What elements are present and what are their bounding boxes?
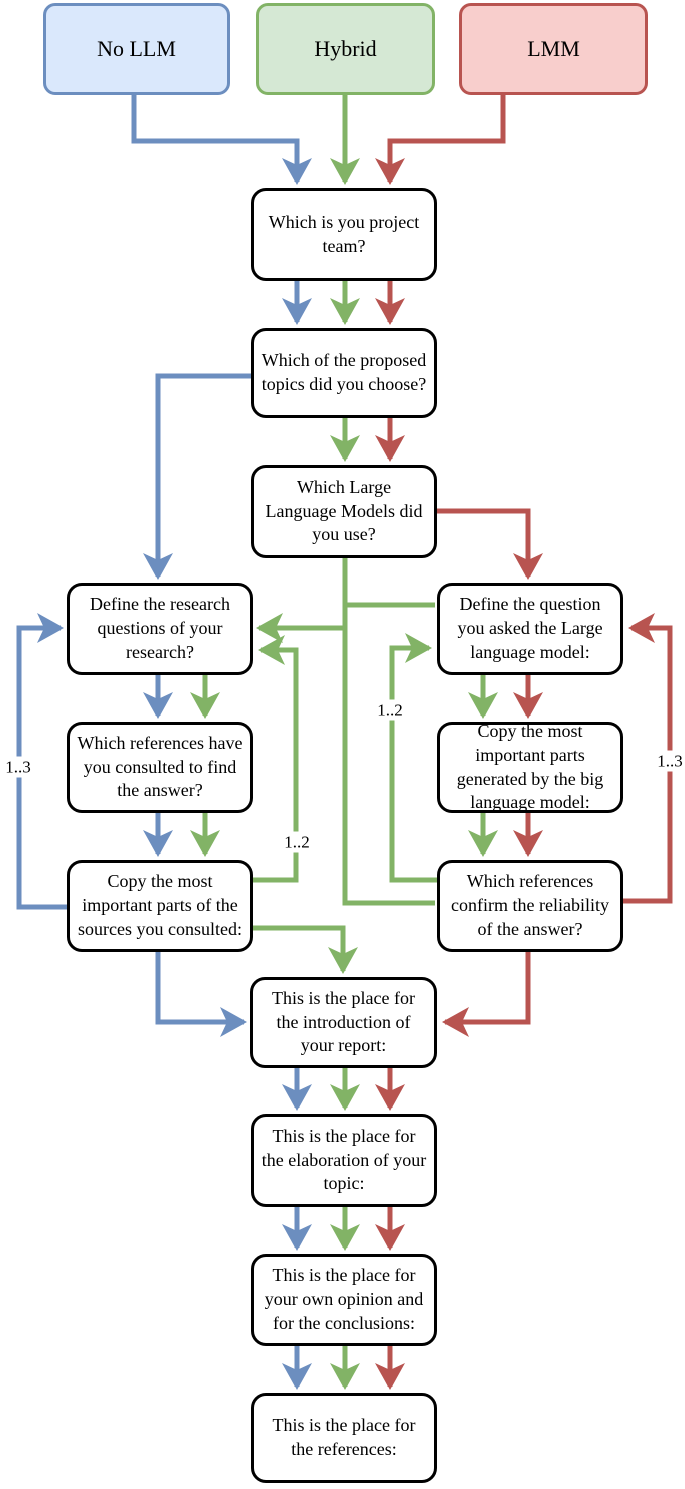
node-topic-choice: Which of the proposed topics did you cho…: [251, 328, 437, 418]
edge-blue-topic-to-def-research: [143, 373, 251, 580]
node-references: This is the place for the references:: [251, 1393, 437, 1483]
edge-green-trunk: [342, 558, 435, 906]
edge-label-green-left-loop: 1..2: [282, 831, 312, 853]
start-node-hybrid: Hybrid: [256, 3, 435, 95]
node-copy-generated-parts: Copy the most important parts generated …: [437, 721, 623, 813]
edge-label-green-right-loop: 1..2: [375, 699, 405, 721]
edge-blue-copy-to-intro: [155, 952, 247, 1037]
node-project-team: Which is you project team?: [251, 188, 437, 281]
node-introduction: This is the place for the introduction o…: [250, 977, 437, 1068]
node-opinion-conclusions: This is the place for your own opinion a…: [251, 1254, 437, 1346]
edge-label-red-loop: 1..3: [655, 750, 685, 772]
node-references-consulted: Which references have you consulted to f…: [67, 722, 253, 813]
edge-green-copy-to-intro: [253, 925, 358, 974]
start-node-lmm: LMM: [459, 3, 648, 95]
node-references-confirm: Which references confirm the reliability…: [437, 860, 623, 952]
node-copy-source-parts: Copy the most important parts of the sou…: [67, 860, 253, 952]
edge-red-llm-to-def-question: [437, 508, 543, 580]
start-node-no-llm: No LLM: [43, 3, 230, 95]
node-llm-used: Which Large Language Models did you use?: [251, 465, 437, 558]
node-define-research-questions: Define the research questions of your re…: [67, 583, 253, 675]
edge-red-confirm-to-intro: [442, 952, 531, 1037]
node-define-llm-question: Define the question you asked the Large …: [437, 583, 623, 675]
edge-red-start-to-team: [375, 95, 506, 185]
node-elaboration: This is the place for the elaboration of…: [251, 1114, 437, 1207]
edge-label-blue-loop: 1..3: [3, 756, 33, 778]
edge-green-loop-right-1-2: [389, 633, 437, 883]
edge-blue-start-to-team: [131, 95, 312, 185]
edge-green-loop-left-1-2: [253, 635, 299, 883]
